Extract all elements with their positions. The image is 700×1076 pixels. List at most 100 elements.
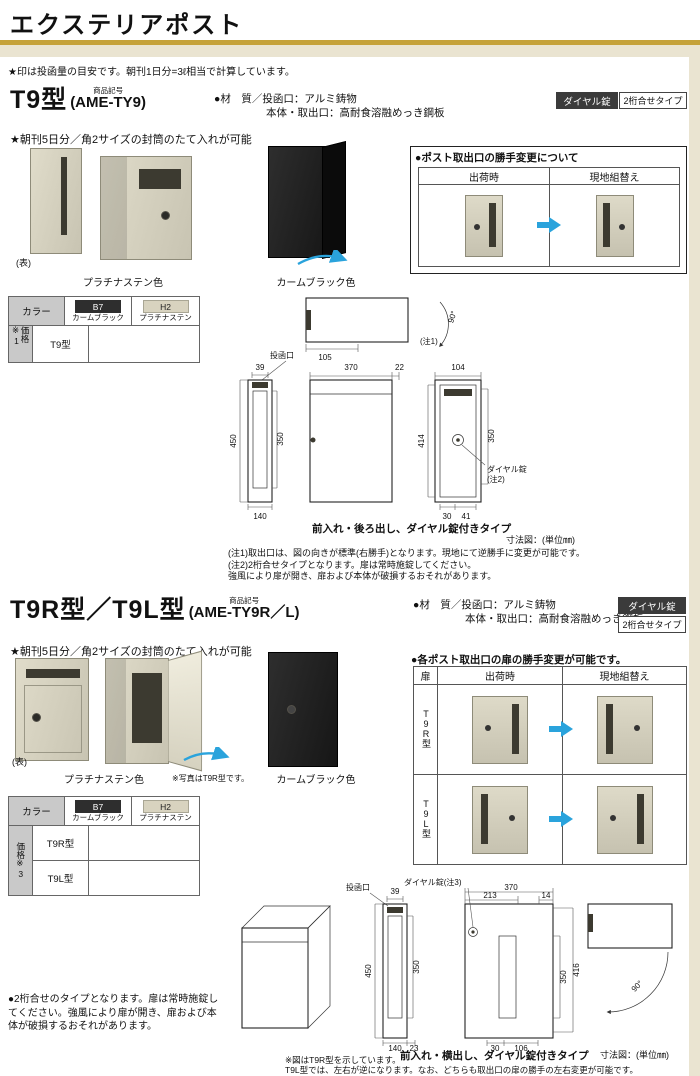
t9l-swap-arrow xyxy=(549,811,573,827)
door-column-header: 扉 xyxy=(413,666,438,685)
t9-feature-note: ★朝刊5日分／角2サイズの封筒のたて入れが可能 xyxy=(10,134,252,146)
dim-370: 370 xyxy=(344,363,358,372)
dim-39: 39 xyxy=(391,887,400,896)
dim-350-front: 350 xyxy=(559,970,568,984)
dim-416: 416 xyxy=(572,963,581,977)
t9rl-front-photo xyxy=(15,658,89,761)
t9rl-top-view: 90° xyxy=(587,903,673,1015)
t9rl-door-swing-arrow xyxy=(183,747,230,762)
post-side-face xyxy=(101,157,127,259)
t9-code-text: (AME-TY9) xyxy=(70,94,147,111)
dial-lock-ref: (注2) xyxy=(487,474,505,484)
t9r-row-label: T9R型 xyxy=(421,708,431,748)
dim-41: 41 xyxy=(462,512,471,521)
t9rl-material-spec: ●材 質／投函口：アルミ鋳物 本体・取出口：高耐食溶融めっき鋼板 xyxy=(413,598,644,626)
dim-350-side: 350 xyxy=(412,960,421,974)
onsite-column-header: 現地組替え xyxy=(549,167,680,185)
mini-post xyxy=(472,785,528,854)
t9l-row-label: T9L型 xyxy=(421,798,431,838)
t9rl-handedness-title: ●各ポスト取出口の扉の勝手変更が可能です。 xyxy=(411,654,627,666)
dim-22: 22 xyxy=(395,363,404,372)
material-line2: 本体・取出口：高耐食溶融めっき鋼板 xyxy=(266,107,445,119)
dial-knob xyxy=(474,223,480,230)
post-side-face xyxy=(106,659,126,763)
t9-material-spec: ●材 質／投函口：アルミ鋳物 本体・取出口：高耐食溶融めっき鋼板 xyxy=(214,92,445,120)
t9rl-product-code: 商品記号 (AME-TY9R／L) xyxy=(189,596,300,622)
t9r-swap-arrow xyxy=(549,721,573,737)
t9-unit-note: 寸法図：(単位㎜) xyxy=(506,535,575,545)
b7-swatch: B7 xyxy=(75,300,121,314)
front-view-mark: (表) xyxy=(12,757,27,767)
door-slot xyxy=(512,703,519,754)
t9-top-view: 90° 105 (注1) xyxy=(305,297,459,362)
t9rl-handedness-table: 扉 出荷時 現地組替え T9R型 T9L型 xyxy=(413,666,687,865)
dim-105: 105 xyxy=(318,353,332,362)
door-slot xyxy=(605,703,613,754)
page-title: エクステリアポスト xyxy=(10,12,244,39)
dim-23: 23 xyxy=(410,1044,419,1052)
slot-label: 投函口 xyxy=(270,350,294,360)
t9l-row-header: T9L型 xyxy=(413,774,438,865)
dim-39: 39 xyxy=(256,363,265,372)
dim-370: 370 xyxy=(504,883,518,892)
dim-140: 140 xyxy=(388,1044,402,1052)
header-beige-band xyxy=(0,45,700,57)
t9-dimension-drawing: 90° 105 (注1) 投函口 39 450 350 140 xyxy=(229,297,527,521)
dim-30: 30 xyxy=(491,1044,500,1052)
b7-color-name: カームブラック xyxy=(72,813,124,823)
dim-450: 450 xyxy=(229,434,238,448)
ship-column-header: 出荷時 xyxy=(418,167,550,185)
t9r-row-header: T9R型 xyxy=(413,684,438,775)
t9rl-front-view: ダイヤル錠(注3) 370 213 14 350 416 30 106 xyxy=(404,877,581,1052)
ship-photo-cell xyxy=(418,184,550,267)
t9-rear-view: 104 414 350 30 41 ダイヤル錠 (注2) xyxy=(417,363,527,521)
t9-model-row-cell: T9型 xyxy=(32,325,89,363)
t9r-model-row-cell: T9R型 xyxy=(32,825,89,861)
t9rl-figure-note-1: ※図はT9R型を示しています。 xyxy=(285,1055,401,1065)
t9-type-caption: 前入れ・後ろ出し、ダイヤル錠付きタイプ xyxy=(312,523,512,535)
dial-knob xyxy=(609,814,616,821)
t9rl-code-text: (AME-TY9R／L) xyxy=(188,604,300,621)
t9-footnote-2: (注2)2桁合せタイプとなります。扉は常時施錠してください。 xyxy=(228,559,477,570)
t9rl-combo-type-badge: 2桁合せタイプ xyxy=(618,616,686,633)
door-slot xyxy=(489,202,496,247)
t9rl-figure-note-2: T9L型では、左右が逆になります。なお、どちらも取出口の扉の勝手の左右変更が可能… xyxy=(285,1065,638,1075)
dim-450: 450 xyxy=(364,964,373,978)
t9-footnote-1: (注1)取出口は、図の向きが標準(右勝手)となります。現地にて逆勝手に変更が可能… xyxy=(228,548,585,558)
h2-color-name: プラチナステン xyxy=(139,813,192,823)
t9r-price-value-cell xyxy=(88,825,200,861)
dial-knob xyxy=(287,705,296,714)
t9-price-label-cell: 価格※1 xyxy=(8,325,33,363)
t9r-ship-cell xyxy=(437,684,563,775)
ship-column-header: 出荷時 xyxy=(437,666,563,685)
t9rl-black-photo xyxy=(268,652,338,767)
dial-knob xyxy=(485,724,491,731)
dim-140: 140 xyxy=(253,512,267,521)
t9-row-label: T9型 xyxy=(50,340,71,351)
t9-model-name: T9型 xyxy=(10,85,68,114)
color-header-text: カラー xyxy=(22,807,51,818)
t9rl-dimension-drawing: 投函口 39 450 350 140 23 ダイヤル錠(注3) 370 xyxy=(241,877,673,1052)
color-h2-cell: H2 プラチナステン xyxy=(131,296,200,326)
t9-front-view: 370 22 xyxy=(309,363,404,503)
color-h2-cell: H2 プラチナステン xyxy=(131,796,200,826)
t9-footnotes: (注1)取出口は、図の向きが標準(右勝手)となります。現地にて逆勝手に変更が可能… xyxy=(228,548,648,583)
dim-104: 104 xyxy=(451,363,465,372)
t9-black-photo xyxy=(268,141,346,259)
t9rl-section-heading: T9R型／T9L型 商品記号 (AME-TY9R／L) xyxy=(10,596,300,623)
onsite-column-header: 現地組替え xyxy=(562,666,687,685)
h2-color-name: プラチナステン xyxy=(139,313,192,323)
color-b7-cell: B7 カームブラック xyxy=(64,296,132,326)
t9rl-model-name: T9R型／T9L型 xyxy=(10,595,186,624)
t9-platinum-label: プラチナステン色 xyxy=(83,278,163,289)
t9-price-label: 価格※1 xyxy=(11,326,31,346)
t9-price-value-cell xyxy=(88,325,200,363)
mini-post xyxy=(596,695,653,764)
t9l-model-row-cell: T9L型 xyxy=(32,860,89,896)
product-code-label: 商品記号 xyxy=(93,86,124,95)
dim-14: 14 xyxy=(542,891,551,900)
door-slot xyxy=(636,793,644,844)
dim-414: 414 xyxy=(417,434,426,448)
color-header-text: カラー xyxy=(22,307,51,318)
